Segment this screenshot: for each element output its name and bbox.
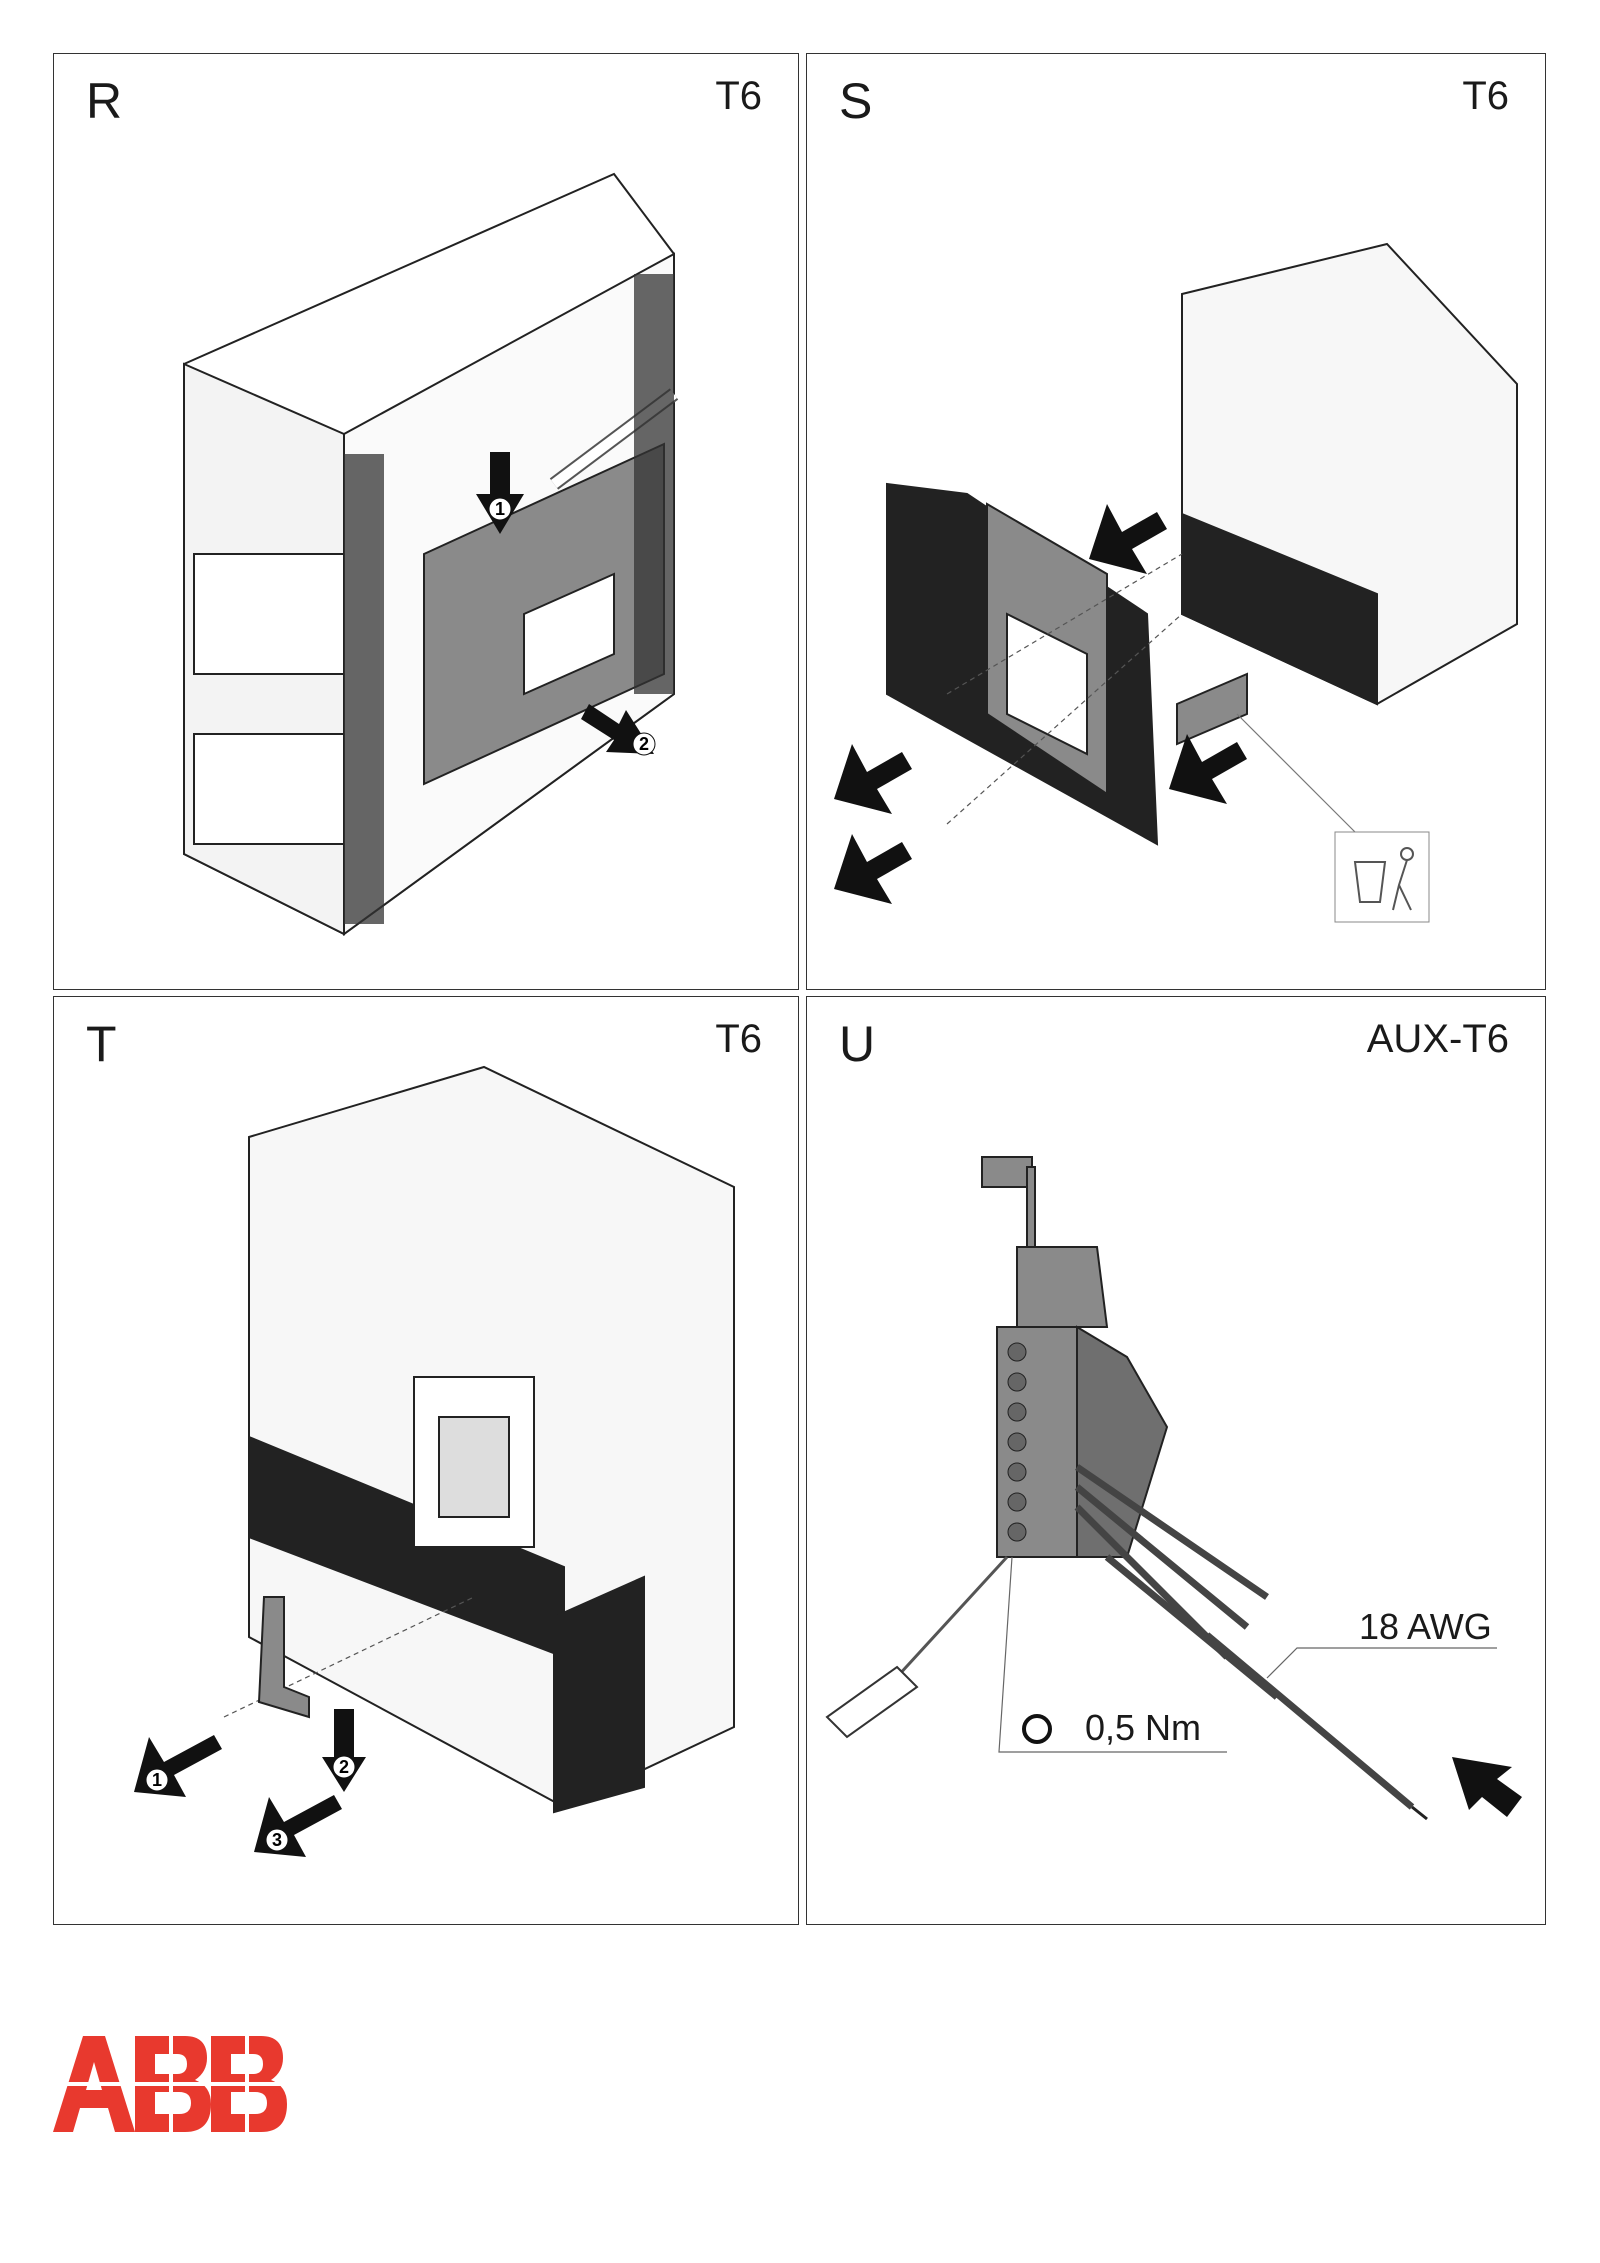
- cover-removal-illustration: [834, 242, 1518, 923]
- arrow-icon: [134, 1709, 366, 1857]
- panel-letter: U: [839, 1016, 876, 1072]
- auxiliary-contact-illustration: [825, 1156, 1522, 1821]
- arrow-icon: [1452, 1757, 1522, 1817]
- step-number: 1: [495, 499, 505, 519]
- panel-u: U AUX-T6 0,5 Nm 18 AWG: [806, 996, 1546, 1925]
- step-number: 3: [272, 1830, 282, 1850]
- torque-value: 0,5 Nm: [1085, 1707, 1202, 1748]
- panel-t: T T6 1 2 3: [53, 996, 799, 1925]
- breaker-illustration: 1 2 3: [134, 1065, 735, 1857]
- breaker-illustration: 1 2: [183, 172, 679, 936]
- panel-letter: T: [86, 1016, 117, 1072]
- panel-model: T6: [1462, 74, 1509, 118]
- panel-letter: S: [839, 73, 873, 129]
- step-number: 1: [152, 1770, 162, 1790]
- panel-s: S T6: [806, 53, 1546, 990]
- screwdriver-icon: [825, 1555, 1009, 1739]
- panel-model: T6: [715, 74, 762, 118]
- arrow-icon: [834, 504, 1247, 904]
- panel-r: R T6 1 2: [53, 53, 799, 990]
- trash-bin-disposal-icon: [1334, 831, 1430, 923]
- panel-model: AUX-T6: [1366, 1017, 1509, 1061]
- wire-gauge: 18 AWG: [1359, 1606, 1492, 1647]
- abb-logo: [53, 2036, 289, 2132]
- step-number: 2: [339, 1757, 349, 1777]
- step-number: 2: [639, 734, 649, 754]
- panel-model: T6: [715, 1017, 762, 1061]
- panel-letter: R: [86, 73, 123, 129]
- torque-rotation-icon: [1022, 1714, 1052, 1744]
